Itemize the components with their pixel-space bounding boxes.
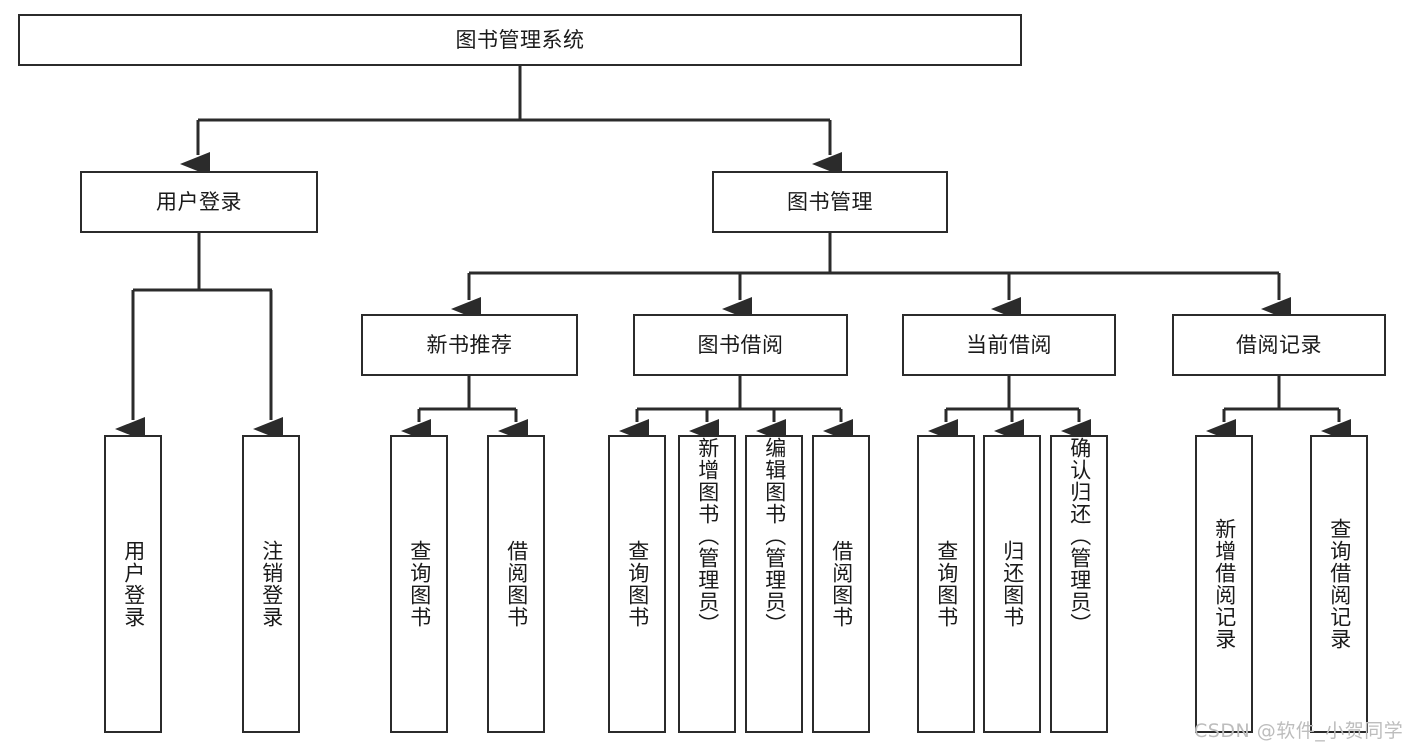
node-leaf-cur-query-book-label: 查询图书: [934, 540, 959, 628]
node-leaf-edit-book-label: 编辑图书（管理员）: [762, 437, 787, 635]
csdn-watermark: CSDN @软件_小贺同学: [1194, 720, 1404, 742]
node-leaf-return-book-label: 归还图书: [1000, 540, 1025, 628]
node-leaf-query-record[interactable]: 查询借阅记录: [1310, 435, 1368, 733]
node-user-login[interactable]: 用户登录: [80, 171, 318, 233]
node-book-manage[interactable]: 图书管理: [712, 171, 948, 233]
node-book-borrow-label: 图书借阅: [697, 332, 784, 357]
node-current-borrow-label: 当前借阅: [966, 332, 1052, 357]
node-leaf-edit-book[interactable]: 编辑图书（管理员）: [745, 435, 803, 733]
node-new-book-rec-label: 新书推荐: [426, 332, 513, 357]
node-leaf-rec-query-book[interactable]: 查询图书: [390, 435, 448, 733]
node-leaf-confirm-return[interactable]: 确认归还（管理员）: [1050, 435, 1108, 733]
node-book-manage-label: 图书管理: [787, 189, 873, 214]
node-leaf-cur-query-book[interactable]: 查询图书: [917, 435, 975, 733]
node-leaf-borrow-book[interactable]: 借阅图书: [812, 435, 870, 733]
node-book-borrow[interactable]: 图书借阅: [633, 314, 848, 376]
node-new-book-rec[interactable]: 新书推荐: [361, 314, 578, 376]
node-leaf-add-book-label: 新增图书（管理员）: [695, 437, 720, 635]
node-current-borrow[interactable]: 当前借阅: [902, 314, 1116, 376]
node-leaf-borrow-query-book[interactable]: 查询图书: [608, 435, 666, 733]
node-borrow-record[interactable]: 借阅记录: [1172, 314, 1386, 376]
node-leaf-user-logout[interactable]: 注销登录: [242, 435, 300, 733]
node-root[interactable]: 图书管理系统: [18, 14, 1022, 66]
node-leaf-add-record[interactable]: 新增借阅记录: [1195, 435, 1253, 733]
node-leaf-rec-borrow-book[interactable]: 借阅图书: [487, 435, 545, 733]
node-leaf-rec-borrow-book-label: 借阅图书: [504, 540, 529, 628]
node-leaf-add-book[interactable]: 新增图书（管理员）: [678, 435, 736, 733]
node-leaf-borrow-query-book-label: 查询图书: [625, 540, 650, 628]
node-leaf-return-book[interactable]: 归还图书: [983, 435, 1041, 733]
node-user-login-label: 用户登录: [156, 189, 242, 214]
node-leaf-user-login[interactable]: 用户登录: [104, 435, 162, 733]
node-leaf-confirm-return-label: 确认归还（管理员）: [1067, 437, 1092, 635]
node-leaf-user-logout-label: 注销登录: [259, 540, 284, 628]
node-leaf-user-login-label: 用户登录: [121, 540, 146, 628]
node-leaf-query-record-label: 查询借阅记录: [1327, 518, 1352, 650]
node-leaf-borrow-book-label: 借阅图书: [829, 540, 854, 628]
node-leaf-add-record-label: 新增借阅记录: [1212, 518, 1237, 650]
node-root-label: 图书管理系统: [455, 27, 585, 52]
node-borrow-record-label: 借阅记录: [1236, 332, 1322, 357]
node-leaf-rec-query-book-label: 查询图书: [407, 540, 432, 628]
